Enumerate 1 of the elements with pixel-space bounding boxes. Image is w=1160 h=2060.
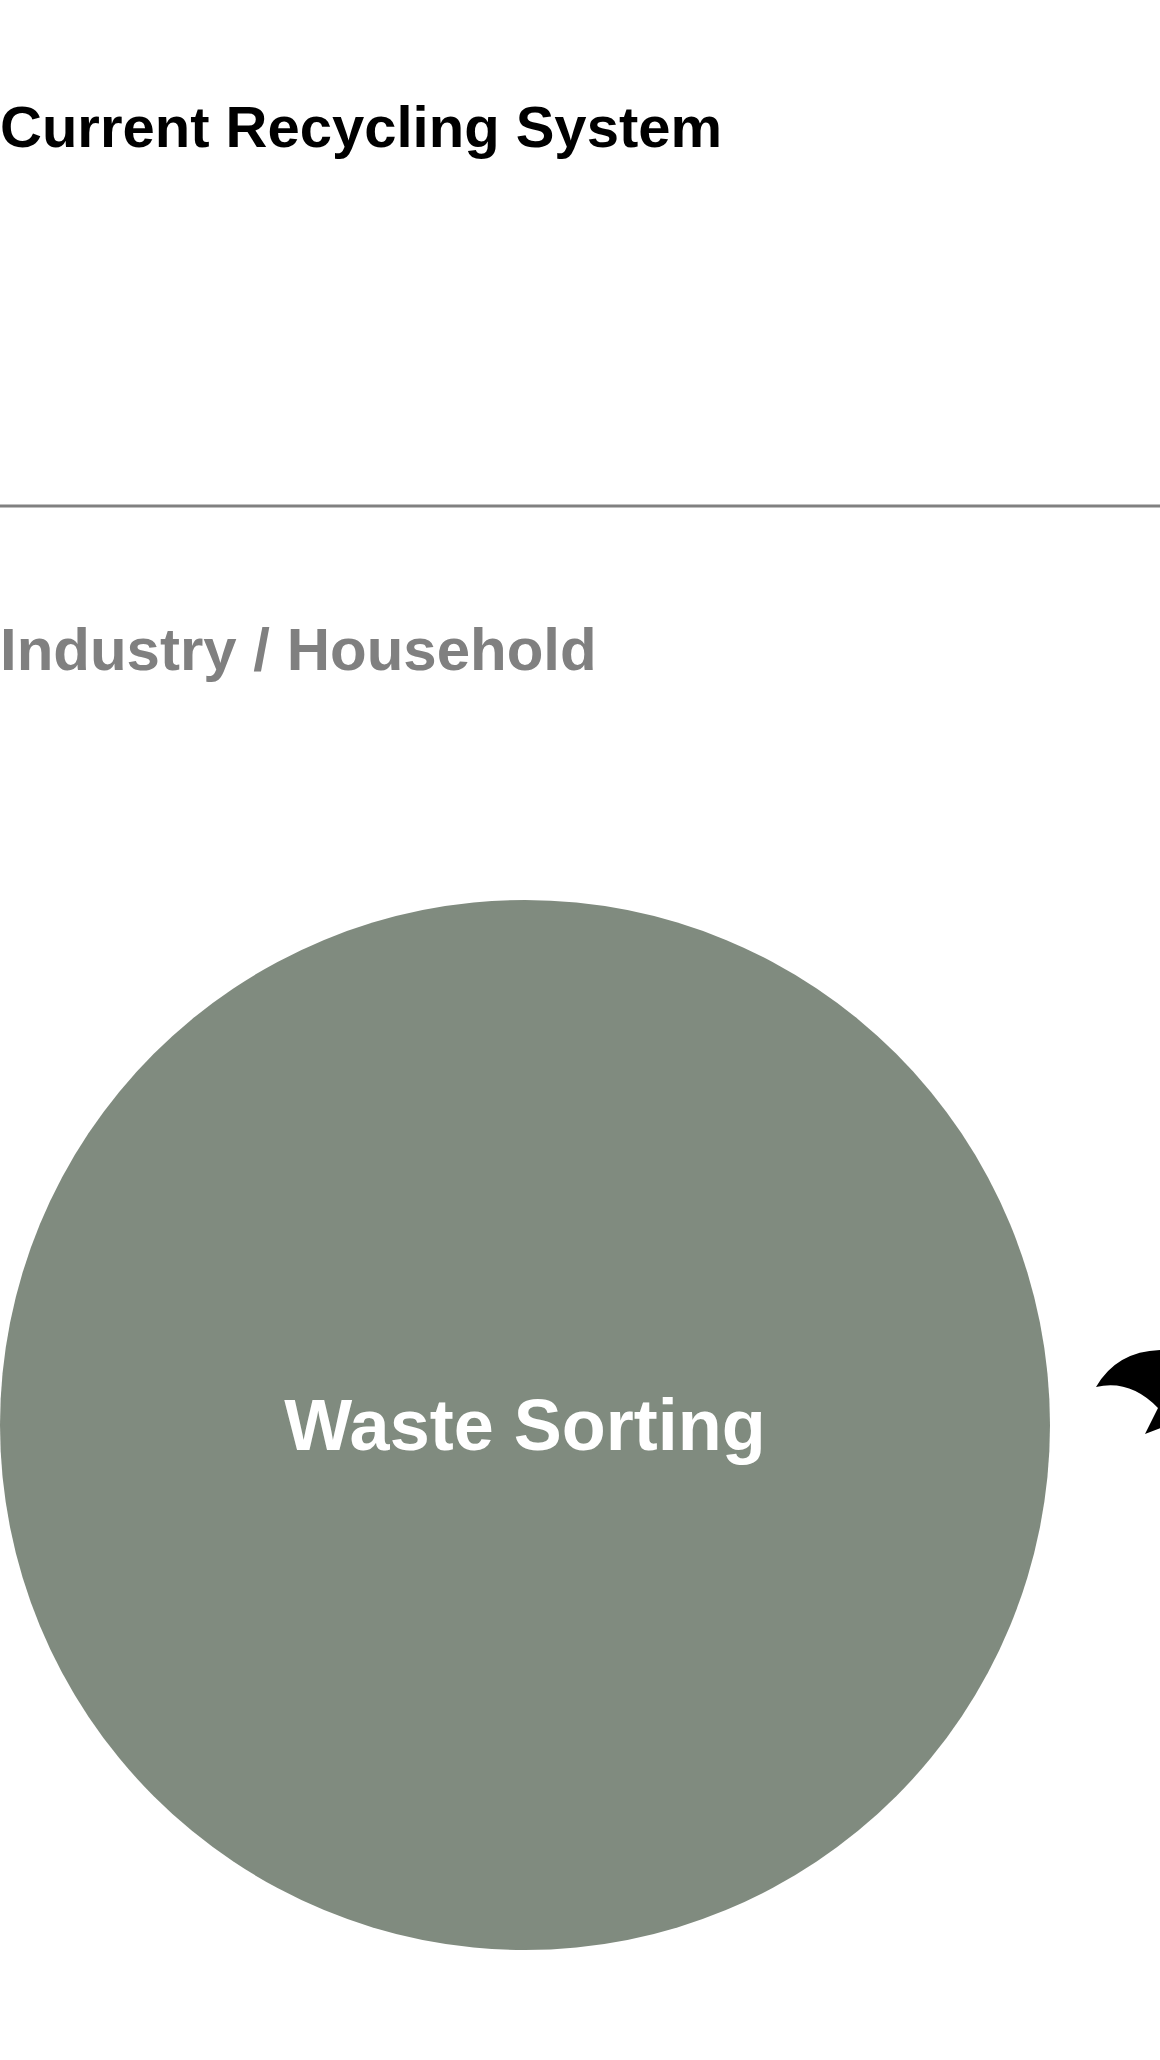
source-heading: Industry / Household (0, 620, 597, 680)
